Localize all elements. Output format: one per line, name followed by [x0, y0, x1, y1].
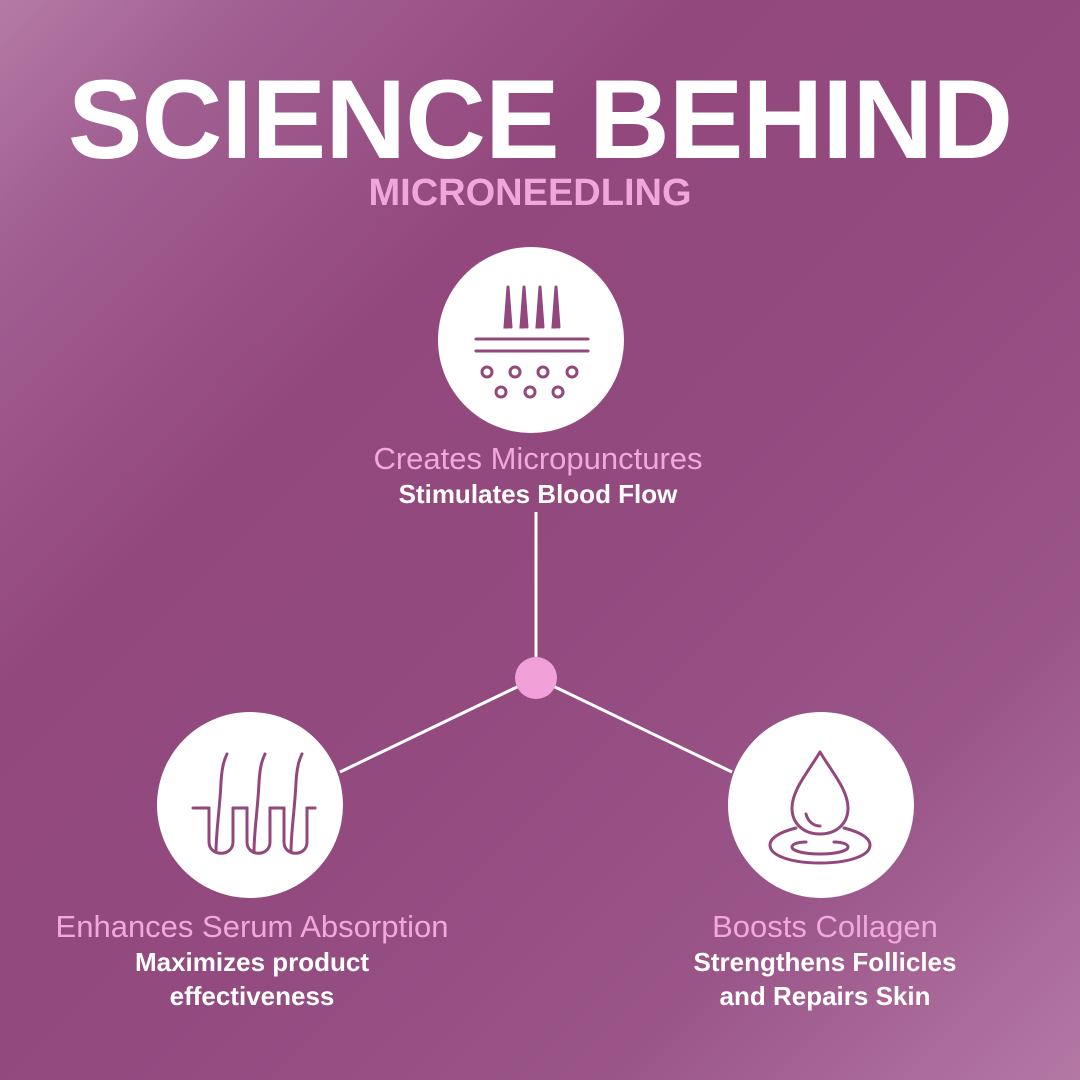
node-subtitle-collagen-line2: and Repairs Skin	[719, 981, 931, 1011]
connector-left	[339, 684, 520, 774]
connector-right	[552, 684, 733, 774]
label-boosts-collagen: Boosts Collagen Strengthens Follicles an…	[660, 909, 990, 1013]
water-drop-icon	[768, 750, 872, 865]
microneedle-skin-icon	[474, 285, 590, 399]
node-micropunctures	[438, 247, 624, 433]
node-subtitle-collagen-line1: Strengthens Follicles	[693, 947, 957, 977]
hub-dot	[515, 657, 557, 699]
label-serum-absorption: Enhances Serum Absorption Maximizes prod…	[40, 909, 464, 1013]
node-title-collagen: Boosts Collagen	[712, 909, 938, 944]
page-title: SCIENCE BEHIND	[67, 57, 1013, 182]
label-micropunctures: Creates Micropunctures Stimulates Blood …	[338, 441, 738, 511]
node-serum-absorption	[157, 712, 343, 898]
page-subtitle: MICRONEEDLING	[368, 172, 692, 214]
node-boosts-collagen	[728, 712, 914, 898]
node-subtitle-serum-line2: effectiveness	[169, 981, 335, 1011]
node-subtitle-serum-line1: Maximizes product	[134, 947, 370, 977]
node-title-micropunctures: Creates Micropunctures	[373, 441, 703, 476]
node-subtitle-micropunctures: Stimulates Blood Flow	[398, 479, 678, 509]
node-title-serum-absorption: Enhances Serum Absorption	[55, 909, 449, 944]
hair-follicle-icon	[191, 752, 317, 855]
